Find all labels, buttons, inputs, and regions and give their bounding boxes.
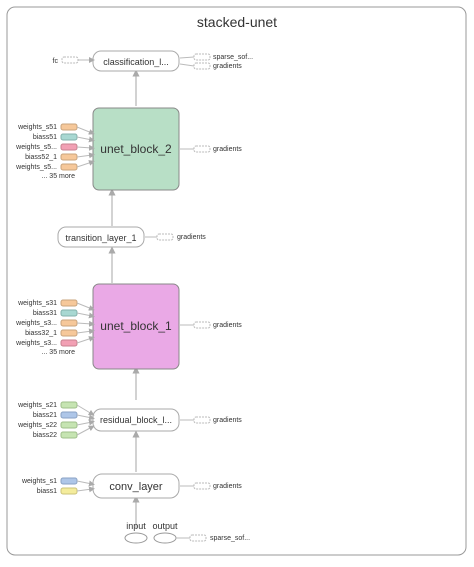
sparse-out-chip: [193, 53, 211, 61]
residual-input-3: biass22: [33, 432, 57, 439]
unet2-chip-3: [60, 153, 78, 161]
fc-input-label: fc: [53, 58, 59, 65]
input-node[interactable]: [124, 532, 148, 544]
unet1-chip-3: [60, 329, 78, 337]
residual-chip-2: [60, 421, 78, 429]
conv-layer-label: conv_layer: [109, 481, 163, 493]
output-sparse-chip: [189, 534, 207, 542]
residual-block-inputs: weights_s21 biass21 weights_s22 biass22: [17, 401, 95, 439]
unet-block-1-inputs: weights_s31 biass31 weights_s3... biass3…: [15, 299, 95, 356]
unet1-chip-4: [60, 339, 78, 347]
transition-gradients-label: gradients: [177, 234, 206, 241]
unet-block-2-inputs: weights_s51 biass51 weights_s5... biass5…: [15, 123, 95, 180]
unet1-gradients-label: gradients: [213, 322, 242, 329]
residual-chip-1: [60, 411, 78, 419]
conv-gradients-label: gradients: [213, 483, 242, 490]
classification-label: classification_l...: [103, 57, 169, 67]
unet1-input-3: biass32_1: [25, 330, 57, 337]
conv-input-0: weights_s1: [21, 478, 57, 485]
unet2-chip-1: [60, 133, 78, 141]
residual-gradients-label: gradients: [213, 417, 242, 424]
unet2-input-0: weights_s51: [17, 124, 57, 131]
residual-block-label: residual_block_l...: [100, 415, 172, 425]
unet2-gradients-chip: [193, 145, 211, 153]
transition-gradients-chip: [156, 233, 174, 241]
residual-input-0: weights_s21: [17, 402, 57, 409]
residual-gradients-chip: [193, 416, 211, 424]
unet1-input-1: biass31: [33, 310, 57, 317]
unet2-chip-4: [60, 163, 78, 171]
conv-gradients-chip: [193, 482, 211, 490]
gradients-out-chip: [193, 62, 211, 70]
sparse-out-label: sparse_sof...: [213, 54, 253, 61]
unet2-input-4: weights_s5...: [15, 164, 57, 171]
main-edges: [108, 69, 140, 528]
unet2-chip-2: [60, 143, 78, 151]
graph-frame: [6, 6, 467, 556]
output-label: output: [152, 521, 178, 531]
unet2-gradients-label: gradients: [213, 146, 242, 153]
conv-layer-inputs: weights_s1 biass1: [21, 477, 95, 495]
unet1-chip-2: [60, 319, 78, 327]
unet2-input-2: weights_s5...: [15, 144, 57, 151]
conv-chip-0: [60, 477, 78, 485]
conv-chip-1: [60, 487, 78, 495]
conv-input-1: biass1: [37, 488, 57, 495]
unet2-chip-0: [60, 123, 78, 131]
unet1-gradients-chip: [193, 321, 211, 329]
residual-chip-0: [60, 401, 78, 409]
classification-out-edge: [179, 56, 195, 59]
unet1-chip-0: [60, 299, 78, 307]
unet1-input-2: weights_s3...: [15, 320, 57, 327]
unet1-chip-1: [60, 309, 78, 317]
input-label: input: [126, 521, 146, 531]
unet2-more: ... 35 more: [42, 173, 76, 180]
unet2-input-1: biass51: [33, 134, 57, 141]
unet-block-2-label: unet_block_2: [100, 142, 172, 156]
residual-input-2: weights_s22: [17, 422, 57, 429]
residual-chip-3: [60, 431, 78, 439]
fc-input-chip: [61, 56, 79, 64]
residual-input-1: biass21: [33, 412, 57, 419]
unet1-more: ... 35 more: [42, 349, 76, 356]
transition-layer-node[interactable]: [57, 226, 145, 248]
classification-gradients-label: gradients: [213, 63, 242, 70]
transition-layer-label: transition_layer_1: [65, 233, 136, 243]
output-node[interactable]: [153, 532, 177, 544]
unet2-input-3: biass52_1: [25, 154, 57, 161]
unet1-input-0: weights_s31: [17, 300, 57, 307]
unet-block-1-label: unet_block_1: [100, 319, 172, 333]
output-sparse-label: sparse_sof...: [210, 535, 250, 542]
graph-title: stacked-unet: [197, 14, 277, 30]
unet1-input-4: weights_s3...: [15, 340, 57, 347]
